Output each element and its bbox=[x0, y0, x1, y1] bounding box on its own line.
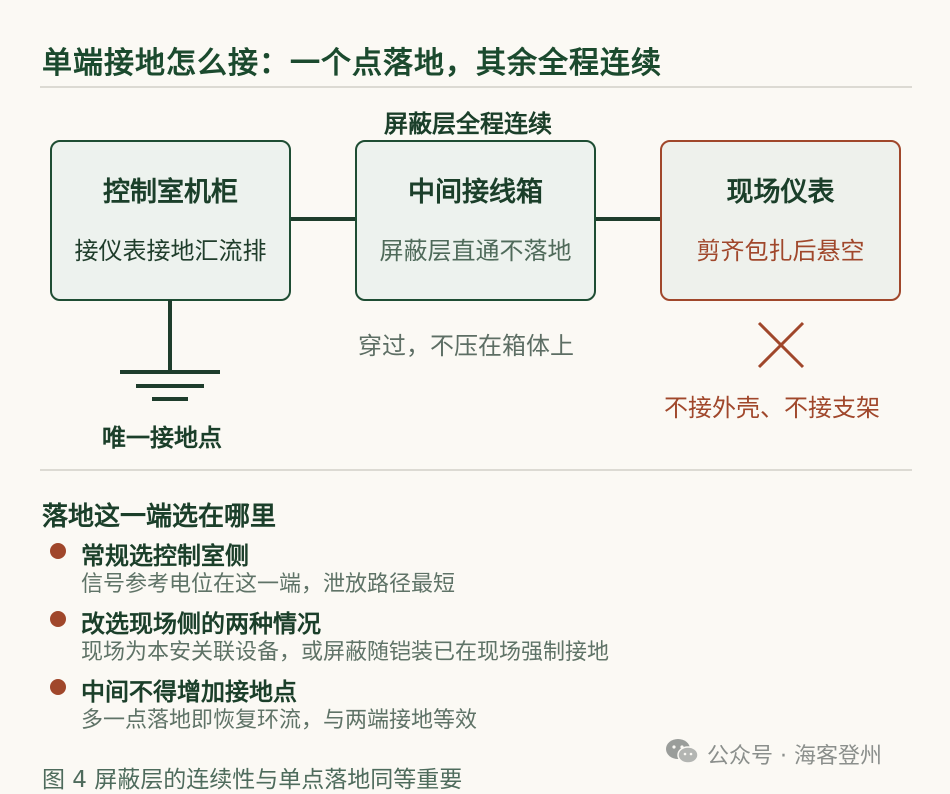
bullet-dot-icon bbox=[50, 543, 66, 559]
junction-box-title: 中间接线箱 bbox=[408, 177, 543, 208]
list-item-sub: 现场为本安关联设备，或屏蔽随铠装已在现场强制接地 bbox=[81, 640, 610, 665]
title-divider bbox=[40, 86, 912, 88]
section-divider bbox=[40, 469, 912, 471]
shield-continuous-label: 屏蔽层全程连续 bbox=[384, 110, 552, 138]
field-instrument-subtitle: 剪齐包扎后悬空 bbox=[696, 237, 865, 265]
wechat-icon bbox=[666, 739, 699, 764]
list-item-head: 改选现场侧的两种情况 bbox=[81, 610, 321, 638]
cable-connector-left bbox=[290, 217, 357, 221]
list-item-head: 中间不得增加接地点 bbox=[81, 678, 297, 706]
figure-caption: 图 4 屏蔽层的连续性与单点落地同等重要 bbox=[42, 767, 463, 793]
control-room-cabinet-subtitle: 接仪表接地汇流排 bbox=[74, 237, 267, 265]
list-item-head: 常规选控制室侧 bbox=[81, 542, 249, 570]
cable-connector-right bbox=[594, 217, 662, 221]
list-item-sub: 信号参考电位在这一端，泄放路径最短 bbox=[81, 572, 456, 597]
control-room-cabinet-title: 控制室机柜 bbox=[103, 177, 238, 208]
section-title: 落地这一端选在哪里 bbox=[42, 502, 277, 532]
field-instrument-title: 现场仪表 bbox=[726, 177, 835, 208]
field-instrument-box: 现场仪表 剪齐包扎后悬空 bbox=[660, 140, 901, 301]
junction-box-note: 穿过，不压在箱体上 bbox=[358, 332, 574, 360]
page-title: 单端接地怎么接：一个点落地，其余全程连续 bbox=[42, 46, 662, 81]
single-ground-point-label: 唯一接地点 bbox=[102, 424, 222, 452]
bullet-dot-icon bbox=[50, 679, 66, 695]
junction-box: 中间接线箱 屏蔽层直通不落地 bbox=[355, 140, 596, 301]
cross-mark-icon bbox=[757, 321, 805, 369]
control-room-cabinet-box: 控制室机柜 接仪表接地汇流排 bbox=[50, 140, 291, 301]
field-instrument-note: 不接外壳、不接支架 bbox=[664, 394, 880, 422]
list-item-sub: 多一点落地即恢复环流，与两端接地等效 bbox=[81, 708, 478, 733]
bullet-dot-icon bbox=[50, 611, 66, 627]
junction-box-subtitle: 屏蔽层直通不落地 bbox=[379, 237, 572, 265]
watermark-text: 公众号 · 海客登州 bbox=[707, 744, 882, 769]
ground-symbol-icon bbox=[120, 300, 220, 401]
